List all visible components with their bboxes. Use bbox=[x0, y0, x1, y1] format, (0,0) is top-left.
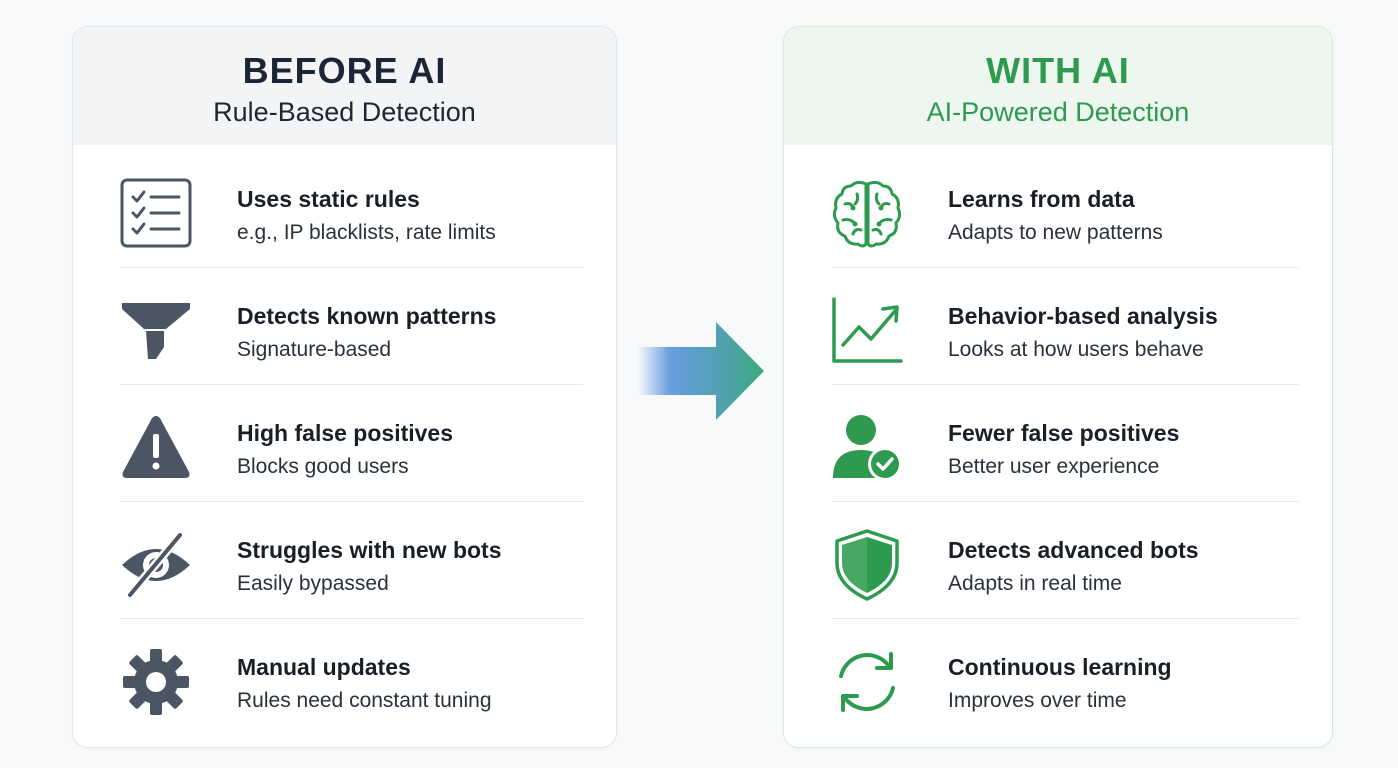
item-title: High false positives bbox=[237, 420, 454, 446]
warning-icon bbox=[120, 412, 192, 484]
list-item: Struggles with new bots Easily bypassed bbox=[120, 502, 583, 619]
item-title: Behavior-based analysis bbox=[948, 303, 1218, 329]
before-ai-list: Uses static rules e.g., IP blacklists, r… bbox=[120, 151, 583, 736]
item-desc: Blocks good users bbox=[237, 455, 409, 478]
list-item: Uses static rules e.g., IP blacklists, r… bbox=[120, 151, 583, 268]
with-ai-header: WITH AI AI-Powered Detection bbox=[784, 27, 1332, 145]
list-item: Learns from data Adapts to new patterns bbox=[831, 151, 1299, 268]
item-title: Learns from data bbox=[948, 186, 1135, 212]
with-ai-subtitle: AI-Powered Detection bbox=[926, 97, 1190, 127]
list-item: Manual updates Rules need constant tunin… bbox=[120, 619, 583, 736]
item-title: Detects advanced bots bbox=[948, 537, 1199, 563]
before-ai-header: BEFORE AI Rule-Based Detection bbox=[73, 27, 616, 145]
list-item: Continuous learning Improves over time bbox=[831, 619, 1299, 736]
item-title: Continuous learning bbox=[948, 654, 1172, 680]
item-desc: Adapts to new patterns bbox=[948, 221, 1163, 244]
item-desc: Adapts in real time bbox=[948, 572, 1122, 595]
item-title: Manual updates bbox=[237, 654, 411, 680]
before-ai-title: BEFORE AI bbox=[242, 50, 447, 91]
before-ai-card: BEFORE AI Rule-Based Detection Uses stat… bbox=[72, 26, 617, 748]
shield-icon bbox=[831, 529, 903, 601]
item-desc: Easily bypassed bbox=[237, 572, 389, 595]
list-item: High false positives Blocks good users bbox=[120, 385, 583, 502]
list-item: Detects advanced bots Adapts in real tim… bbox=[831, 502, 1299, 619]
with-ai-list: Learns from data Adapts to new patterns … bbox=[831, 151, 1299, 736]
gear-icon bbox=[120, 646, 192, 718]
with-ai-card: WITH AI AI-Powered Detection bbox=[783, 26, 1333, 748]
item-title: Struggles with new bots bbox=[237, 537, 502, 563]
arrow-right-icon bbox=[638, 320, 764, 422]
before-ai-subtitle: Rule-Based Detection bbox=[213, 97, 476, 127]
item-desc: e.g., IP blacklists, rate limits bbox=[237, 221, 496, 244]
trend-chart-icon bbox=[831, 295, 903, 367]
item-title: Fewer false positives bbox=[948, 420, 1180, 446]
item-desc: Signature-based bbox=[237, 338, 392, 361]
list-item: Behavior-based analysis Looks at how use… bbox=[831, 268, 1299, 385]
funnel-icon bbox=[120, 295, 192, 367]
list-item: Fewer false positives Better user experi… bbox=[831, 385, 1299, 502]
item-title: Uses static rules bbox=[237, 186, 420, 212]
item-desc: Better user experience bbox=[948, 455, 1160, 478]
item-desc: Looks at how users behave bbox=[948, 338, 1204, 361]
item-desc: Improves over time bbox=[948, 689, 1127, 712]
user-check-icon bbox=[831, 412, 903, 484]
item-title: Detects known patterns bbox=[237, 303, 497, 329]
eye-slash-icon bbox=[120, 529, 192, 601]
refresh-icon bbox=[831, 646, 903, 718]
with-ai-title: WITH AI bbox=[986, 50, 1130, 91]
list-item: Detects known patterns Signature-based bbox=[120, 268, 583, 385]
item-desc: Rules need constant tuning bbox=[237, 689, 492, 712]
brain-icon bbox=[831, 178, 903, 250]
checklist-icon bbox=[120, 178, 192, 250]
